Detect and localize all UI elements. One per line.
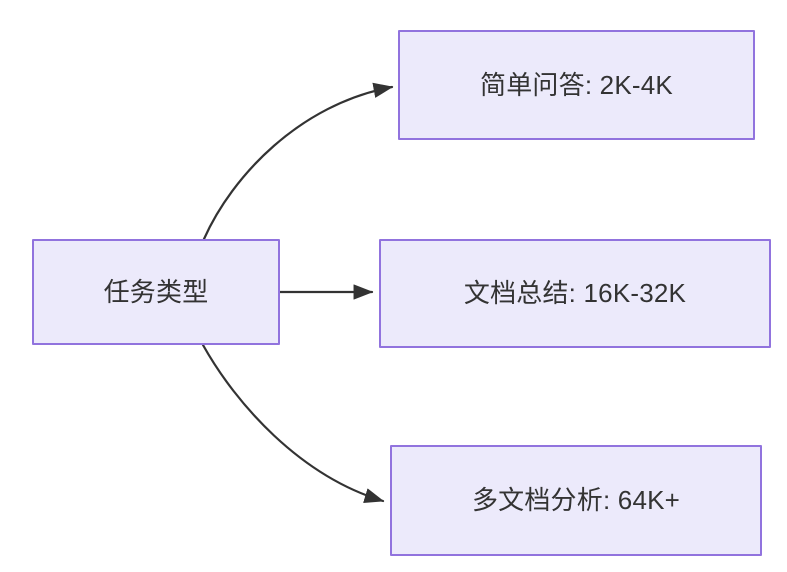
node-doc-summary[interactable]: 文档总结: 16K-32K <box>379 239 771 348</box>
edge-source-to-multi-doc <box>201 343 385 504</box>
node-doc-summary-label: 文档总结: 16K-32K <box>463 278 687 309</box>
edge-source-to-simple-qa <box>202 82 394 241</box>
node-multi-doc[interactable]: 多文档分析: 64K+ <box>390 445 762 556</box>
node-task-type[interactable]: 任务类型 <box>32 239 280 345</box>
node-simple-qa-label: 简单问答: 2K-4K <box>480 69 673 100</box>
node-multi-doc-label: 多文档分析: 64K+ <box>471 485 681 516</box>
node-task-type-label: 任务类型 <box>103 276 209 307</box>
node-simple-qa[interactable]: 简单问答: 2K-4K <box>398 30 755 140</box>
